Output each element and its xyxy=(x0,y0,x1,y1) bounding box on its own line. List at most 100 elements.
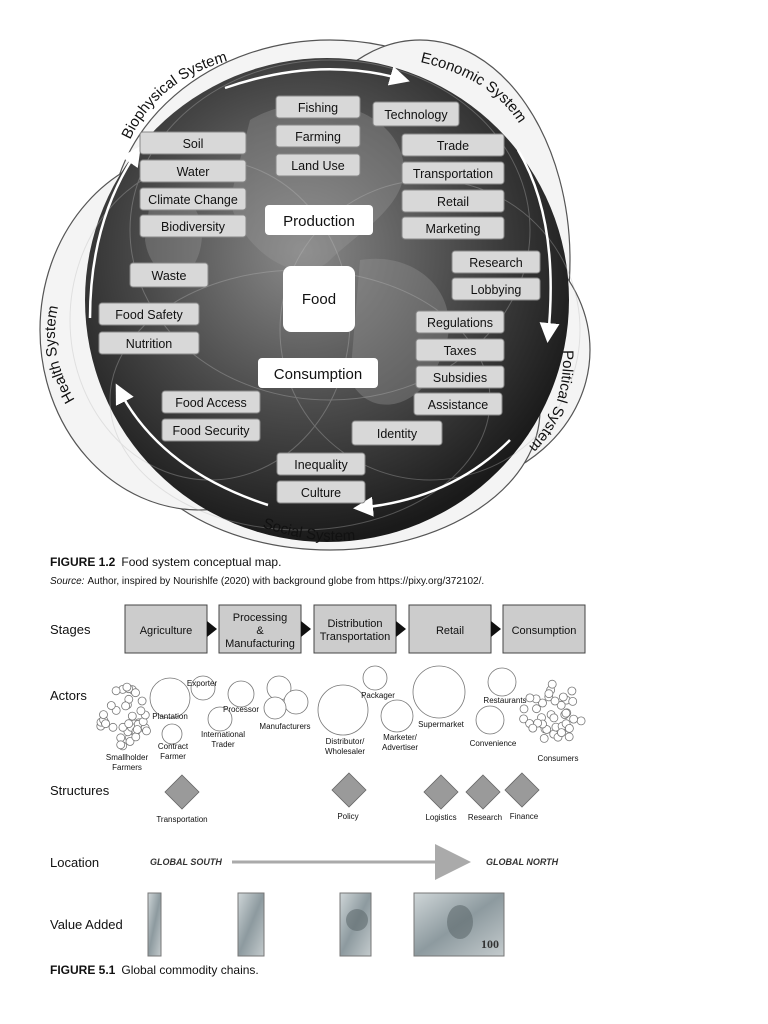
actor-small-circle xyxy=(132,733,140,741)
banknote-full: 100 xyxy=(414,893,504,956)
smallholder-cluster xyxy=(97,683,151,750)
actor-marketer: Marketer/ xyxy=(383,733,418,742)
svg-text:Distribution: Distribution xyxy=(327,618,382,630)
actor-small-circle xyxy=(551,697,559,705)
stage-arrow xyxy=(491,621,501,637)
structure-diamond-transportation xyxy=(165,775,199,809)
actor-processor: Processor xyxy=(223,705,259,714)
actor-small-circle xyxy=(520,705,528,713)
actor-supermarket: Supermarket xyxy=(418,720,465,729)
svg-text:Land Use: Land Use xyxy=(291,159,345,173)
svg-text:Manufacturing: Manufacturing xyxy=(225,638,295,650)
actor-small-circle xyxy=(568,687,576,695)
stage-arrow xyxy=(396,621,406,637)
actor-convenience: Convenience xyxy=(470,739,517,748)
actor-small-circle xyxy=(533,705,541,713)
row-label-actors: Actors xyxy=(50,688,87,703)
center-food: Food xyxy=(283,266,355,332)
actor-manufacturers: Manufacturers xyxy=(259,722,310,731)
structure-policy: Policy xyxy=(337,812,358,821)
actor-small-circle xyxy=(143,727,151,735)
actor-small-circle xyxy=(558,729,566,737)
svg-text:Retail: Retail xyxy=(437,195,469,209)
actor-small-circle xyxy=(526,694,534,702)
svg-text:Transportation: Transportation xyxy=(320,631,391,643)
actor-farmers: Farmers xyxy=(112,763,142,772)
actor-small-circle xyxy=(570,715,578,723)
box-taxes: Taxes xyxy=(416,339,504,361)
row-label-stages: Stages xyxy=(50,622,91,637)
svg-text:Food Access: Food Access xyxy=(175,396,247,410)
box-food-safety: Food Safety xyxy=(99,303,199,325)
svg-text:Fishing: Fishing xyxy=(298,101,338,115)
box-biodiversity: Biodiversity xyxy=(140,215,246,237)
actor-small-circle xyxy=(540,734,548,742)
stage-arrow xyxy=(207,621,217,637)
svg-text:Lobbying: Lobbying xyxy=(471,283,522,297)
row-label-location: Location xyxy=(50,855,99,870)
box-inequality: Inequality xyxy=(277,453,365,475)
actor-small-circle xyxy=(565,724,573,732)
restaurants-circle xyxy=(488,668,516,696)
actor-small-circle xyxy=(529,724,537,732)
actor-small-circle xyxy=(577,717,585,725)
box-assistance: Assistance xyxy=(414,393,502,415)
actor-wholesaler: Wholesaler xyxy=(325,747,365,756)
caption-label: FIGURE 1.2 xyxy=(50,555,115,569)
structure-logistics: Logistics xyxy=(425,813,456,822)
svg-text:Soil: Soil xyxy=(183,137,204,151)
box-climate-change: Climate Change xyxy=(140,188,246,210)
actor-small-circle xyxy=(107,702,115,710)
actor-trader: Trader xyxy=(211,740,235,749)
box-technology: Technology xyxy=(373,102,459,126)
box-regulations: Regulations xyxy=(416,311,504,333)
svg-text:Farming: Farming xyxy=(295,130,341,144)
svg-text:Technology: Technology xyxy=(384,108,448,122)
processor-circle xyxy=(228,681,254,707)
actor-small-circle xyxy=(122,702,130,710)
svg-text:Climate Change: Climate Change xyxy=(148,193,238,207)
box-trade: Trade xyxy=(402,134,504,156)
box-identity: Identity xyxy=(352,421,442,445)
structure-diamond-finance xyxy=(505,773,539,807)
actor-small-circle xyxy=(123,683,131,691)
svg-text:Retail: Retail xyxy=(436,625,464,637)
actor-restaurants: Restaurants xyxy=(483,696,526,705)
actor-smallholder: Smallholder xyxy=(106,753,149,762)
svg-text:Regulations: Regulations xyxy=(427,316,493,330)
stage-distribution: Distribution Transportation xyxy=(314,605,396,653)
manufacturer-circle xyxy=(264,697,286,719)
svg-text:Subsidies: Subsidies xyxy=(433,371,487,385)
stage-arrow xyxy=(301,621,311,637)
banknote-slice-2 xyxy=(238,893,264,956)
actor-small-circle xyxy=(128,712,136,720)
box-food-security: Food Security xyxy=(162,419,260,441)
svg-text:Processing: Processing xyxy=(233,612,287,624)
actor-small-circle xyxy=(565,733,573,741)
location-global-north: GLOBAL NORTH xyxy=(486,857,559,867)
svg-text:Consumption: Consumption xyxy=(512,625,577,637)
actor-small-circle xyxy=(117,741,125,749)
box-marketing: Marketing xyxy=(402,217,504,239)
marketer-circle xyxy=(381,700,413,732)
center-production: Production xyxy=(265,205,373,235)
food-system-map: Biophysical System Economic System Polit… xyxy=(0,0,768,555)
actor-contract: Contract xyxy=(158,742,189,751)
structure-diamond-logistics xyxy=(424,775,458,809)
stage-consumption: Consumption xyxy=(503,605,585,653)
box-fishing: Fishing xyxy=(276,96,360,118)
actor-small-circle xyxy=(569,697,577,705)
actor-small-circle xyxy=(132,689,140,697)
caption-label: FIGURE 5.1 xyxy=(50,963,115,977)
svg-text:Culture: Culture xyxy=(301,486,341,500)
svg-text:Taxes: Taxes xyxy=(444,344,477,358)
svg-text:Biodiversity: Biodiversity xyxy=(161,220,226,234)
center-consumption: Consumption xyxy=(258,358,378,388)
svg-text:Trade: Trade xyxy=(437,139,469,153)
banknote-slice-3 xyxy=(340,893,371,956)
svg-text:Agriculture: Agriculture xyxy=(140,625,193,637)
box-research: Research xyxy=(452,251,540,273)
box-food-access: Food Access xyxy=(162,391,260,413)
source-text: Author, inspired by Nourishlfe (2020) wi… xyxy=(87,576,484,587)
caption-text: Food system conceptual map. xyxy=(121,555,281,569)
